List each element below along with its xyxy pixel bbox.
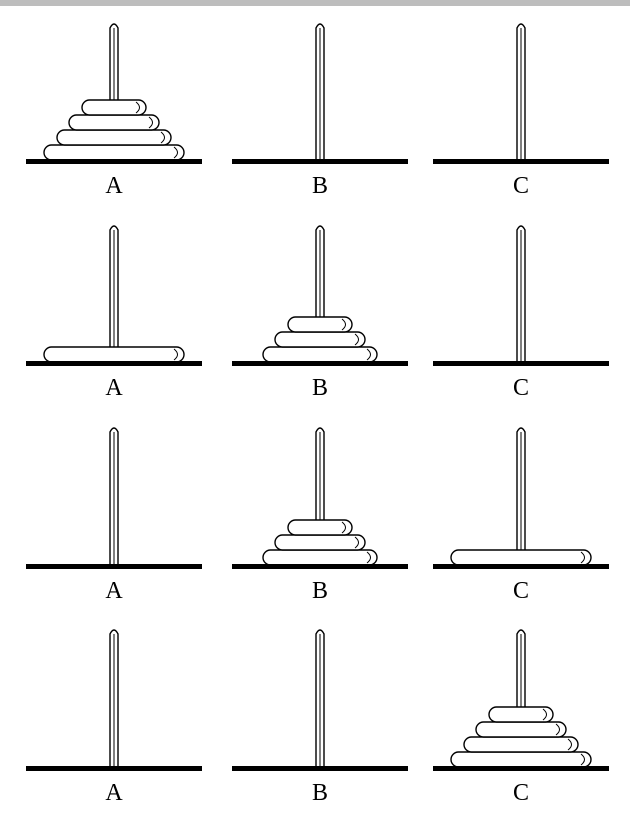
peg-label-c: C xyxy=(513,780,529,806)
base-c xyxy=(433,361,609,366)
disk-shading xyxy=(354,536,359,549)
base-b xyxy=(232,564,408,569)
stages-layer: A B C A B C A B C A B C xyxy=(26,23,609,806)
disk-size-1 xyxy=(287,519,353,536)
tower-a-stage-1: A xyxy=(26,23,202,199)
tower-a-stage-4: A xyxy=(26,629,202,806)
tower-a-stage-2: A xyxy=(26,225,202,401)
cropped-header-strip xyxy=(0,0,630,6)
base-c xyxy=(433,766,609,771)
peg-label-c: C xyxy=(513,173,529,199)
disk-size-4 xyxy=(43,346,185,363)
disk-shading xyxy=(580,551,585,564)
tower-c-stage-2: C xyxy=(433,225,609,401)
disk-size-3 xyxy=(56,129,172,146)
peg-label-a: A xyxy=(105,375,123,401)
peg-label-b: B xyxy=(312,780,328,806)
peg-label-c: C xyxy=(513,375,529,401)
disk-size-3 xyxy=(262,549,378,566)
disk-shading xyxy=(341,318,346,331)
disk-size-3 xyxy=(262,346,378,363)
disk-size-2 xyxy=(274,534,366,551)
base-a xyxy=(26,159,202,164)
disk-size-1 xyxy=(81,99,147,116)
disk-size-2 xyxy=(475,721,567,738)
disk-shading xyxy=(366,551,371,564)
stage-2: A B C xyxy=(26,225,609,401)
disk-shading xyxy=(135,101,140,114)
tower-b-stage-2: B xyxy=(232,225,408,401)
tower-a-stage-3: A xyxy=(26,427,202,604)
peg-label-b: B xyxy=(312,173,328,199)
base-a xyxy=(26,564,202,569)
disk-size-4 xyxy=(450,549,592,566)
peg-label-c: C xyxy=(513,578,529,604)
base-a xyxy=(26,361,202,366)
stage-4: A B C xyxy=(26,629,609,806)
peg-label-a: A xyxy=(105,578,123,604)
disk-shading xyxy=(148,116,153,129)
base-a xyxy=(26,766,202,771)
disk-shading xyxy=(173,146,178,159)
disk-shading xyxy=(341,521,346,534)
tower-c-stage-1: C xyxy=(433,23,609,199)
disk-shading xyxy=(354,333,359,346)
tower-c-stage-4: C xyxy=(433,629,609,806)
disk-shading xyxy=(160,131,165,144)
disk-size-2 xyxy=(68,114,160,131)
disk-size-2 xyxy=(274,331,366,348)
peg-label-a: A xyxy=(105,780,123,806)
disk-size-4 xyxy=(43,144,185,161)
disk-shading xyxy=(542,708,547,721)
disk-shading xyxy=(555,723,560,736)
disk-size-1 xyxy=(287,316,353,333)
tower-b-stage-1: B xyxy=(232,23,408,199)
tower-b-stage-3: B xyxy=(232,427,408,604)
peg-label-b: B xyxy=(312,375,328,401)
peg-label-a: A xyxy=(105,173,123,199)
disk-size-4 xyxy=(450,751,592,768)
base-b xyxy=(232,361,408,366)
peg-label-b: B xyxy=(312,578,328,604)
stage-1: A B C xyxy=(26,23,609,199)
disk-shading xyxy=(173,348,178,361)
tower-b-stage-4: B xyxy=(232,629,408,806)
base-b xyxy=(232,766,408,771)
disk-shading xyxy=(366,348,371,361)
disk-size-1 xyxy=(488,706,554,723)
disk-shading xyxy=(580,753,585,766)
stage-3: A B C xyxy=(26,427,609,604)
disk-size-3 xyxy=(463,736,579,753)
base-b xyxy=(232,159,408,164)
base-c xyxy=(433,159,609,164)
disk-shading xyxy=(567,738,572,751)
base-c xyxy=(433,564,609,569)
tower-c-stage-3: C xyxy=(433,427,609,604)
